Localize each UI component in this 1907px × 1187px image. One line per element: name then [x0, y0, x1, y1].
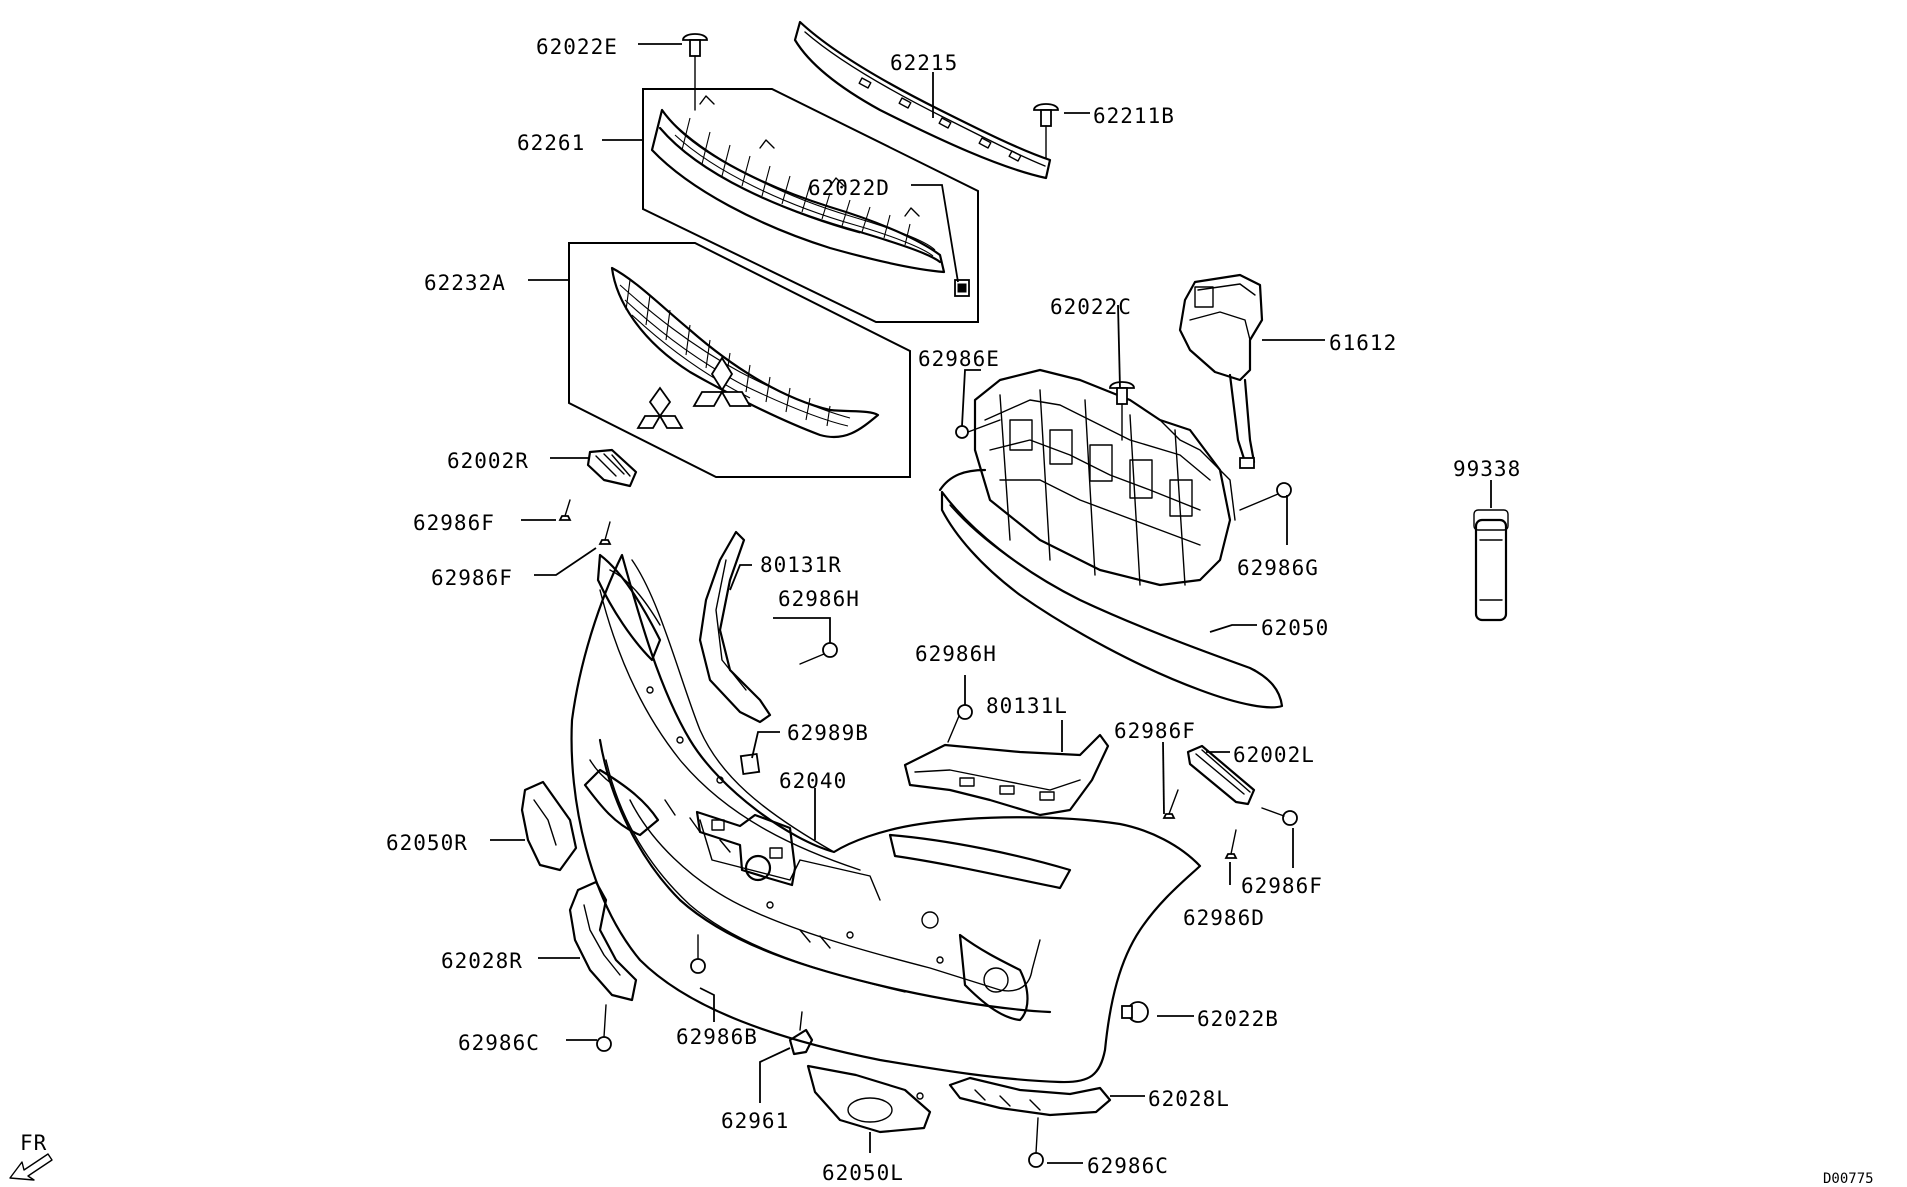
front-direction-indicator: FR [9, 1131, 53, 1181]
bezel-62050R [520, 780, 578, 872]
bracket-62028R [568, 880, 638, 1002]
upper-molding-62215 [793, 20, 1052, 180]
fastener-clip-62022D [954, 279, 970, 297]
part-label-62986E: 62986E [918, 347, 1000, 371]
part-label-62002L: 62002L [1233, 743, 1315, 767]
screw-62986H-b [947, 704, 973, 743]
part-label-62232A: 62232A [424, 271, 506, 295]
grille-group-box-62261 [642, 88, 979, 323]
front-bumper-62040 [570, 553, 1202, 1084]
part-label-62989B: 62989B [787, 721, 869, 745]
front-arrow-icon [9, 1153, 53, 1181]
bezel-62050L [806, 1064, 932, 1134]
part-label-62028L: 62028L [1148, 1087, 1230, 1111]
part-label-62961: 62961 [721, 1109, 789, 1133]
clip-62989B [739, 752, 761, 776]
fastener-clip-62211B [1033, 103, 1059, 159]
part-label-62986F-c: 62986F [1114, 719, 1196, 743]
part-label-62028R: 62028R [441, 949, 523, 973]
screw-62986G [1239, 482, 1292, 511]
screw-62986E [955, 419, 1001, 439]
paint-bottle-99338 [1473, 509, 1509, 622]
part-label-62986C-b: 62986C [1087, 1154, 1169, 1178]
screw-62986F-c [1162, 789, 1179, 819]
part-label-62986F-b: 62986F [431, 566, 513, 590]
lower-grille-62232A [610, 266, 880, 439]
part-label-62022D: 62022D [808, 176, 890, 200]
bracket-62028L [948, 1076, 1112, 1117]
screw-62986B [690, 934, 706, 974]
part-label-62986C-a: 62986C [458, 1031, 540, 1055]
hook-cover-62961 [788, 1011, 814, 1056]
drawing-code: D00775 [1823, 1171, 1874, 1187]
part-label-62050L: 62050L [822, 1161, 904, 1185]
part-label-62211B: 62211B [1093, 104, 1175, 128]
screw-62986F-d [1261, 807, 1298, 826]
bracket-62002R [586, 448, 638, 488]
part-label-62986B: 62986B [676, 1025, 758, 1049]
screw-62986D [1224, 829, 1238, 859]
part-label-62986G: 62986G [1237, 556, 1319, 580]
screw-62986F-a [558, 499, 572, 521]
part-label-62986F-a: 62986F [413, 511, 495, 535]
bracket-80131R [698, 530, 772, 724]
part-label-62986F-d: 62986F [1241, 874, 1323, 898]
brand-emblem-icon [636, 356, 752, 429]
part-label-62002R: 62002R [447, 449, 529, 473]
upper-grille-62261 [650, 95, 946, 274]
part-label-62022E: 62022E [536, 35, 618, 59]
bracket-80131L [903, 733, 1110, 817]
bracket-62002L [1186, 744, 1256, 806]
part-label-80131R: 80131R [760, 553, 842, 577]
screw-62986F-b [598, 521, 612, 545]
part-label-99338: 99338 [1453, 457, 1521, 481]
screw-62986C-a [596, 1004, 612, 1052]
bumper-reinforcement-62050 [938, 368, 1284, 709]
grille-group-box-62232A [568, 242, 911, 478]
part-label-62986H-a: 62986H [778, 587, 860, 611]
part-label-62040: 62040 [779, 769, 847, 793]
screw-62986H-a [799, 642, 838, 665]
front-direction-label: FR [20, 1131, 47, 1155]
part-label-62261: 62261 [517, 131, 585, 155]
screw-62986C-b [1028, 1117, 1044, 1168]
part-label-62050: 62050 [1261, 616, 1329, 640]
part-label-62022C: 62022C [1050, 295, 1132, 319]
part-label-62986D: 62986D [1183, 906, 1265, 930]
leader-lines [490, 43, 1492, 1164]
part-label-62022B: 62022B [1197, 1007, 1279, 1031]
part-label-61612: 61612 [1329, 331, 1397, 355]
part-label-62986H-b: 62986H [915, 642, 997, 666]
fastener-clip-62022C [1109, 381, 1135, 441]
part-label-62050R: 62050R [386, 831, 468, 855]
air-duct-61612 [1178, 273, 1264, 469]
part-label-62215: 62215 [890, 51, 958, 75]
fastener-clip-62022E [682, 33, 708, 111]
part-label-80131L: 80131L [986, 694, 1068, 718]
fastener-clip-62022B [1121, 1001, 1149, 1023]
